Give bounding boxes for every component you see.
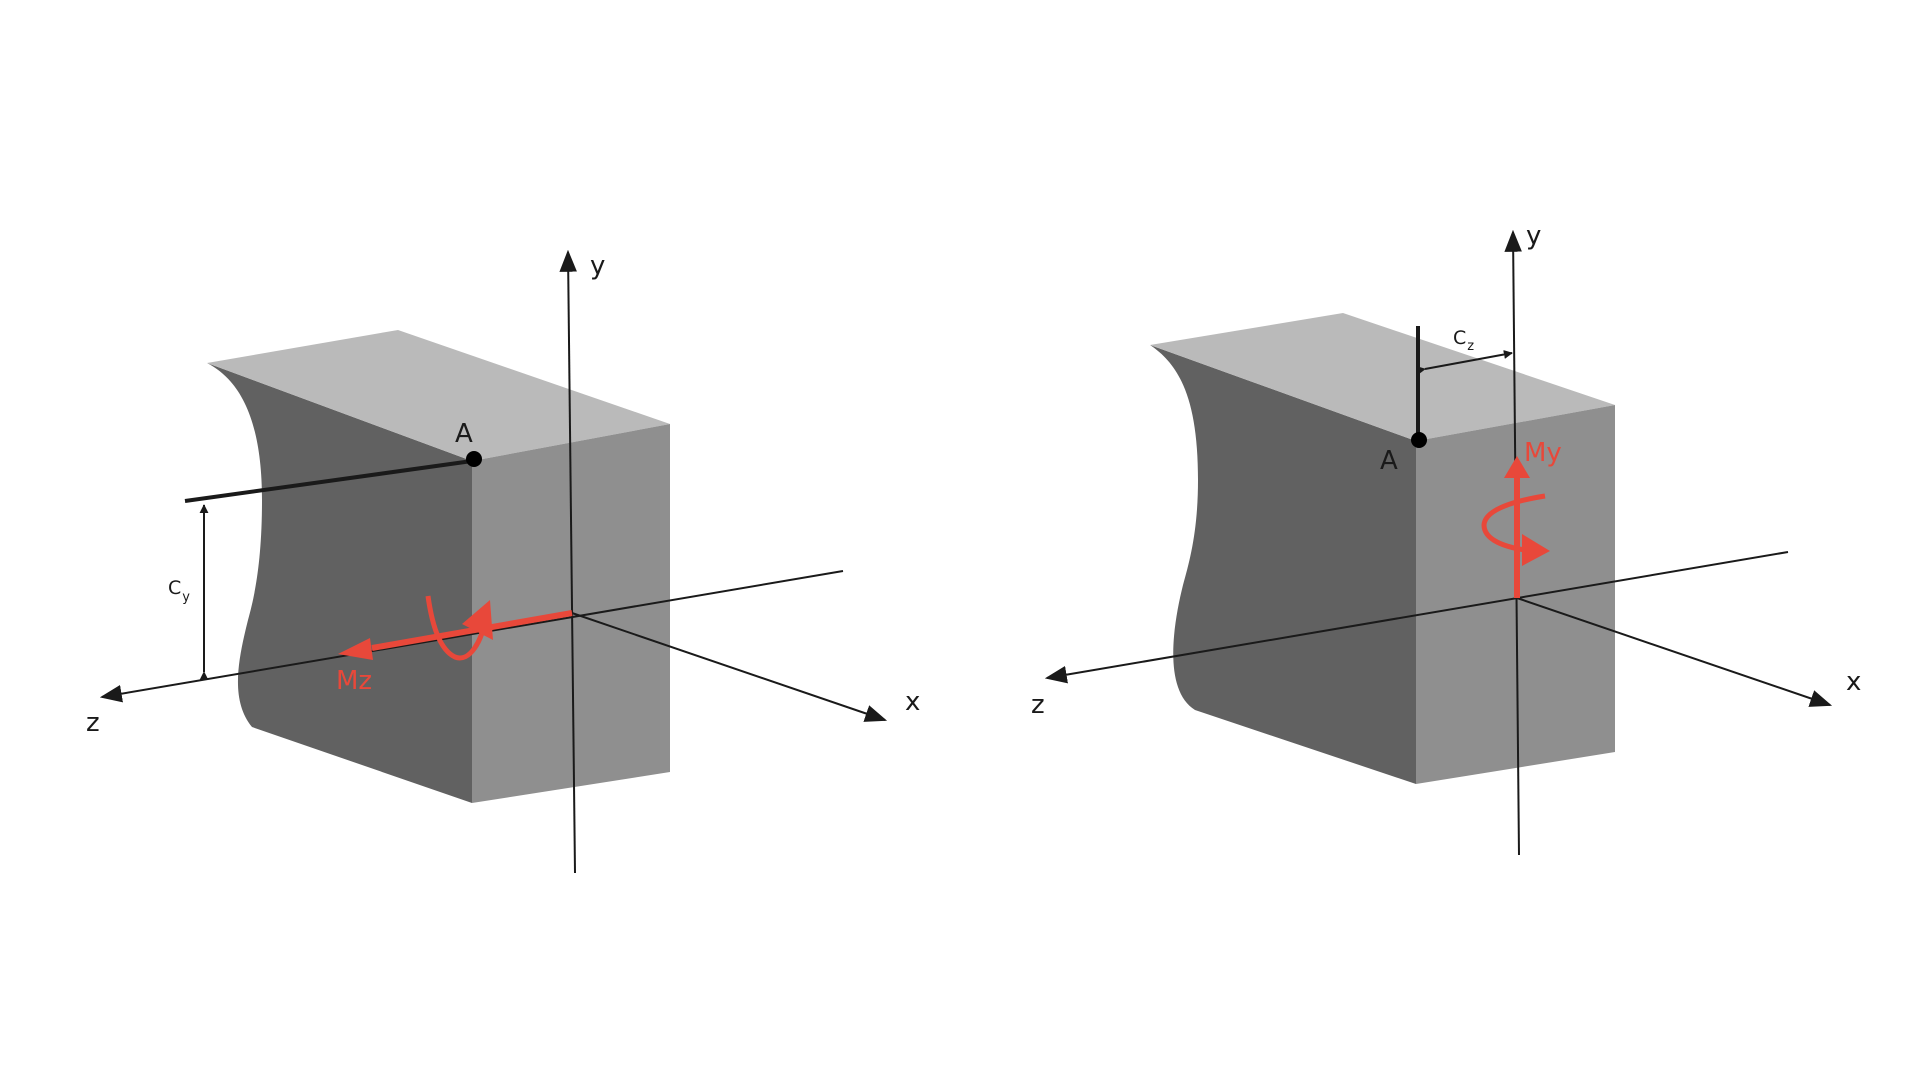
z-axis-line [99,570,844,703]
y-axis-line [559,249,578,874]
point-a-marker [1411,432,1427,448]
distance-label-main: C [168,577,181,599]
figure-bending-about-y: y z x A Cz My [1031,221,1861,856]
beam-top-face [1150,313,1615,441]
distance-label-sub: z [1467,339,1474,354]
z-axis-line [1044,551,1789,684]
moment-vector-head [1504,456,1530,478]
point-a-label: A [455,419,473,449]
beam-block [207,330,670,803]
reference-line [184,459,473,503]
x-axis-label: x [1846,667,1861,697]
x-axis-line [571,612,888,722]
y-axis-label: y [1526,221,1541,251]
moment-rotation-curl [425,595,488,661]
figure-bending-about-z: y z x A Cy Mz [86,249,920,874]
beam-side-face [1150,345,1416,784]
moment-rotation-curl [1481,493,1546,553]
distance-label: Cy [168,577,190,605]
moment-vector-shaft [371,610,573,651]
distance-label: Cz [1453,327,1474,354]
x-axis-line [1516,597,1833,707]
moment-vector [338,595,573,661]
x-axis-label: x [905,687,920,717]
coordinate-axes [99,249,888,874]
y-axis-label: y [590,251,605,281]
z-axis-label: z [86,708,100,738]
z-axis-label: z [1031,690,1045,720]
distance-label-sub: y [182,590,190,605]
beam-top-face [207,330,670,461]
point-a-label: A [1380,446,1398,476]
moment-label: Mz [336,666,372,696]
moment-vector [1481,456,1550,598]
moment-vector-head [338,638,373,660]
moment-label: My [1524,438,1562,468]
moment-rotation-head [1522,534,1550,566]
point-a-marker [466,451,482,467]
beam-side-face [207,363,472,803]
distance-dimension [1416,350,1513,375]
moment-rotation-head [462,600,493,640]
distance-label-main: C [1453,327,1466,349]
